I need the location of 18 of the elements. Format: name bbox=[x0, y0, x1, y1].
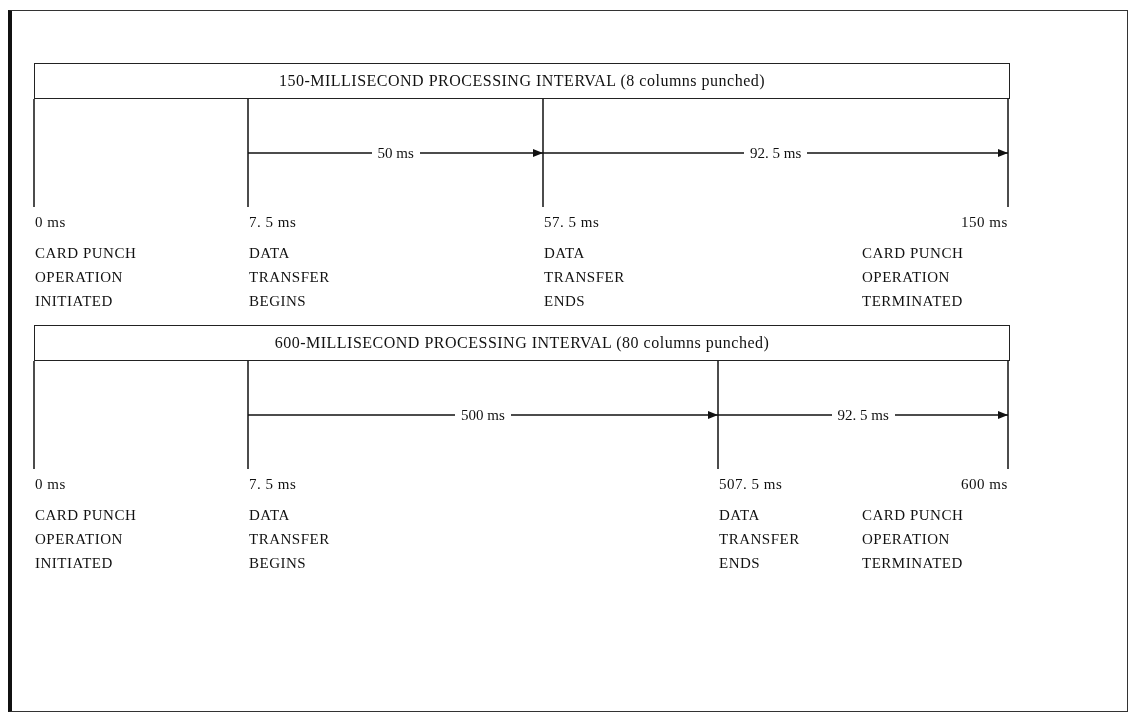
time-label: 7. 5 ms bbox=[249, 475, 297, 493]
interval-bar: 600-MILLISECOND PROCESSING INTERVAL (80 columns punched) bbox=[34, 325, 1010, 361]
event-label: CARD PUNCH OPERATION TERMINATED bbox=[862, 244, 965, 311]
event-label: DATA TRANSFER ENDS bbox=[544, 244, 626, 311]
event-label: DATA TRANSFER BEGINS bbox=[249, 506, 331, 573]
event-label: DATA TRANSFER ENDS bbox=[719, 506, 801, 573]
time-label: 7. 5 ms bbox=[249, 213, 297, 231]
time-label: 507. 5 ms bbox=[719, 475, 783, 493]
time-label: 600 ms bbox=[961, 475, 1008, 493]
event-label: CARD PUNCH OPERATION INITIATED bbox=[35, 244, 138, 311]
event-label: CARD PUNCH OPERATION INITIATED bbox=[35, 506, 138, 573]
time-label: 0 ms bbox=[35, 213, 66, 231]
time-label: 0 ms bbox=[35, 475, 66, 493]
event-label: CARD PUNCH OPERATION TERMINATED bbox=[862, 506, 965, 573]
time-label: 150 ms bbox=[961, 213, 1008, 231]
event-label: DATA TRANSFER BEGINS bbox=[249, 244, 331, 311]
interval-bar: 150-MILLISECOND PROCESSING INTERVAL (8 columns punched) bbox=[34, 63, 1010, 99]
time-label: 57. 5 ms bbox=[544, 213, 600, 231]
